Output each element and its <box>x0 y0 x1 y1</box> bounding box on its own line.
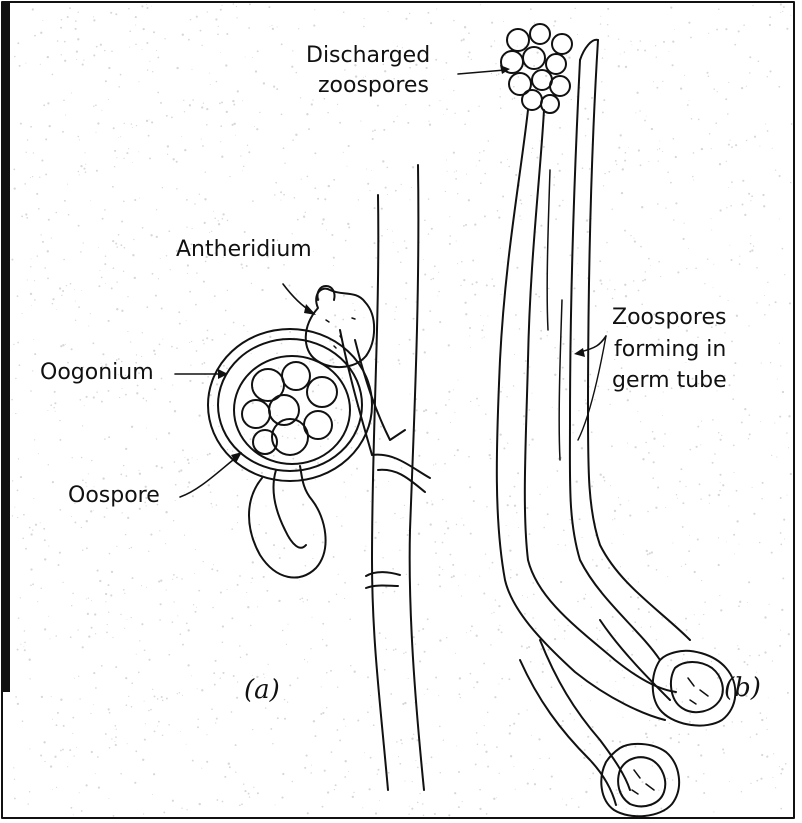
oogonial-stalk <box>249 466 326 578</box>
left-edge-bar <box>2 2 10 692</box>
frame <box>2 2 794 818</box>
germ-tube-streak-2 <box>559 300 562 460</box>
label-zoospores-2: forming in <box>614 336 726 364</box>
antheridium <box>306 289 374 367</box>
label-discharged-zoospores-2: zoospores <box>318 72 429 100</box>
label-oogonium: Oogonium <box>40 359 154 387</box>
oogonium-outer <box>208 329 372 481</box>
label-zoospores-1: Zoospores <box>612 304 726 332</box>
leader-oospore <box>180 456 238 497</box>
label-zoospores-3: germ tube <box>612 367 727 395</box>
sporangium-b-upper-marks <box>688 678 708 704</box>
label-panel-a: (a) <box>244 676 280 704</box>
label-antheridium: Antheridium <box>176 236 312 264</box>
sporangium-b-lower <box>601 744 679 816</box>
hypha-b-lower-1 <box>540 640 630 790</box>
hypha-b-top <box>580 40 598 60</box>
branch-a-1b <box>378 470 425 492</box>
oogonium-inner <box>218 339 362 471</box>
hypha-a-left <box>372 195 388 790</box>
germ-tube-left <box>497 110 665 720</box>
leader-discharged <box>458 70 505 74</box>
sporangium-b-upper-inner <box>671 662 723 712</box>
panel-b-drawing <box>497 24 736 816</box>
speckle-texture <box>11 3 792 817</box>
hypha-a-right <box>410 165 424 790</box>
oospore-wall <box>234 356 350 464</box>
label-oospore: Oospore <box>68 482 160 510</box>
label-panel-b: (b) <box>724 674 761 702</box>
discharged-zoospores-cluster <box>501 24 572 113</box>
leader-zoospores <box>580 336 606 352</box>
label-discharged-zoospores-1: Discharged <box>306 42 430 70</box>
germ-tube-right <box>525 110 676 692</box>
germ-tube-streak-1 <box>547 170 550 330</box>
branch-a-2 <box>366 572 400 576</box>
branch-a-2b <box>366 586 398 589</box>
